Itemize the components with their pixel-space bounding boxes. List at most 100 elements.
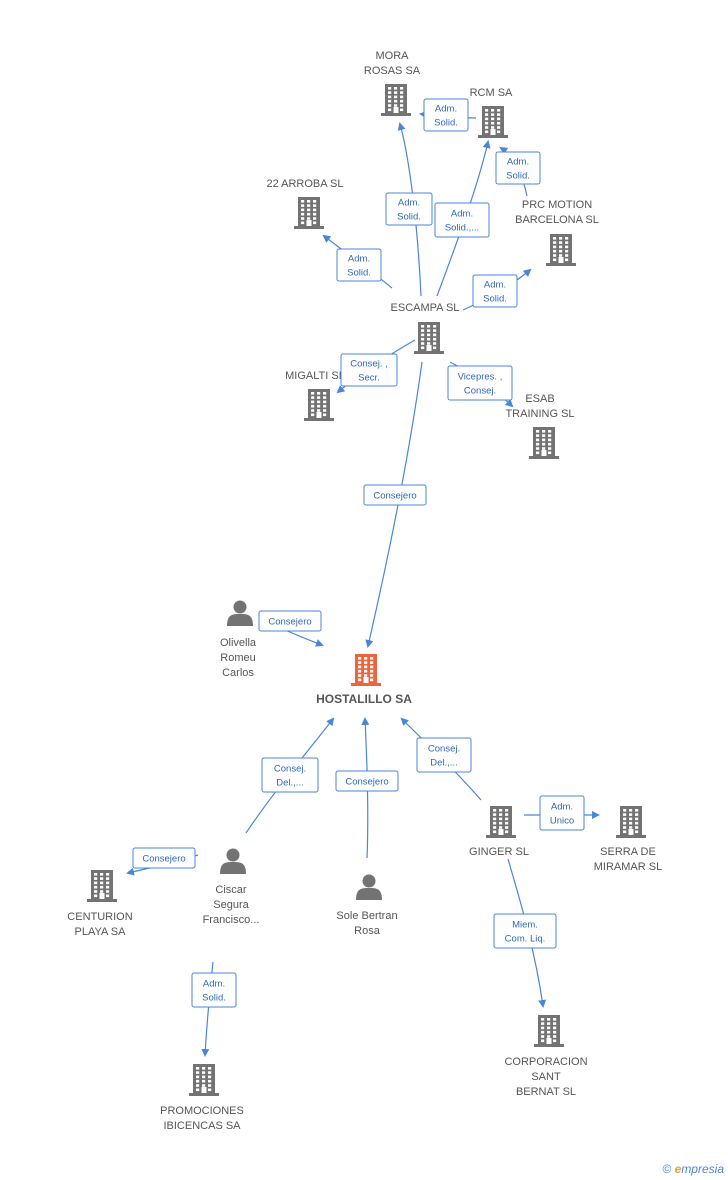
node-esab[interactable]: ESAB TRAINING SL xyxy=(505,393,575,459)
building-icon[interactable] xyxy=(87,870,117,902)
relation-label-e13[interactable]: Consejero xyxy=(335,770,399,792)
node-label-ciscar: Ciscar xyxy=(215,884,247,896)
node-label-ciscar: Francisco... xyxy=(203,914,260,926)
building-icon[interactable] xyxy=(534,1015,564,1047)
relation-label-e14[interactable]: Consej.Del.,... xyxy=(416,737,472,773)
node-arroba[interactable]: 22 ARROBA SL xyxy=(266,178,344,229)
node-label-hostalillo: HOSTALILLO SA xyxy=(316,692,412,706)
relation-text: Consejero xyxy=(268,617,311,628)
relation-label-e5[interactable]: Adm. Solid. xyxy=(336,248,382,282)
relation-label-e1[interactable]: Adm.Solid. xyxy=(385,192,433,226)
relation-text: Consejero xyxy=(142,854,185,865)
building-icon[interactable] xyxy=(294,197,324,229)
node-label-ginger: GINGER SL xyxy=(469,846,529,858)
node-label-prc: BARCELONA SL xyxy=(515,214,599,226)
relation-text: Adm. xyxy=(484,280,506,291)
node-ciscar[interactable]: CiscarSeguraFrancisco... xyxy=(203,848,260,927)
node-rcm[interactable]: RCM SA xyxy=(470,87,513,138)
relation-label-e8[interactable]: Consej. , Secr. xyxy=(340,353,398,387)
relation-text: Consej. xyxy=(274,764,306,775)
relation-text: Solid. xyxy=(347,268,371,279)
node-label-sole: Sole Bertran xyxy=(336,910,397,922)
node-migalti[interactable]: MIGALTI SL xyxy=(285,370,345,421)
node-label-mora: MORA xyxy=(376,50,410,62)
relation-label-e6[interactable]: Adm. Solid. xyxy=(472,274,518,308)
relation-label-e15[interactable]: Adm.Unico xyxy=(539,795,585,831)
relation-text: Unico xyxy=(550,816,574,827)
relation-text: Adm. xyxy=(203,979,225,990)
relation-text: Del.,... xyxy=(430,758,457,769)
building-icon[interactable] xyxy=(414,322,444,354)
building-icon[interactable] xyxy=(546,234,576,266)
relation-text: Solid. xyxy=(506,171,530,182)
person-icon[interactable] xyxy=(220,848,246,875)
node-label-olivella: Carlos xyxy=(222,667,254,679)
brand-logo-text: mpresia xyxy=(681,1162,724,1176)
node-label-esab: TRAINING SL xyxy=(505,408,574,420)
node-label-sole: Rosa xyxy=(354,925,381,937)
relation-text: Consej. xyxy=(464,386,496,397)
brand-logo-e: e xyxy=(674,1162,682,1176)
building-icon[interactable] xyxy=(616,806,646,838)
person-icon[interactable] xyxy=(356,874,382,901)
relation-text: Solid. xyxy=(483,294,507,305)
building-icon[interactable] xyxy=(529,427,559,459)
relation-label-e2[interactable]: Adm. Solid. xyxy=(423,98,469,132)
main-company-icon[interactable] xyxy=(351,654,381,686)
relation-label-e18[interactable]: Adm. Solid. xyxy=(191,972,237,1008)
node-escampa[interactable]: ESCAMPA SL xyxy=(391,302,460,354)
relation-text: Consejero xyxy=(345,777,388,788)
relation-label-e3[interactable]: Adm. Solid. xyxy=(495,151,541,185)
building-icon[interactable] xyxy=(304,389,334,421)
relation-text: Consej. , xyxy=(350,359,388,370)
node-label-migalti: MIGALTI SL xyxy=(285,370,345,382)
building-icon[interactable] xyxy=(486,806,516,838)
footer-brand[interactable]: © empresia xyxy=(662,1162,724,1176)
relation-text: Com. Liq. xyxy=(505,934,546,945)
relation-label-e17[interactable]: Miem. Com. Liq. xyxy=(493,913,557,949)
relation-text: Adm. xyxy=(435,104,457,115)
node-prc[interactable]: PRC MOTION BARCELONA SL xyxy=(515,199,599,266)
relation-text: Vicepres. , xyxy=(458,372,503,383)
relation-text: Solid.,... xyxy=(445,223,479,234)
relation-label-e4[interactable]: Adm. Solid.,... xyxy=(434,202,490,238)
relation-text: Secr. xyxy=(358,373,380,384)
person-icon[interactable] xyxy=(227,600,253,627)
relation-text: Adm. xyxy=(348,254,370,265)
node-label-olivella: Romeu xyxy=(220,652,255,664)
relation-text: Miem. xyxy=(512,920,538,931)
node-label-centurion: CENTURION xyxy=(67,911,132,923)
node-label-mora: ROSAS SA xyxy=(364,65,421,77)
node-label-arroba: 22 ARROBA SL xyxy=(266,178,343,190)
relation-text: Adm. xyxy=(507,157,529,168)
relation-label-e12[interactable]: Consej.Del.,... xyxy=(261,757,319,793)
node-label-prc: PRC MOTION xyxy=(522,199,592,211)
relation-label-e11[interactable]: Consejero xyxy=(258,610,322,632)
relation-label-e10[interactable]: Consejero xyxy=(363,484,427,506)
node-label-olivella: Olivella xyxy=(220,637,257,649)
node-ginger[interactable]: GINGER SL xyxy=(469,806,529,858)
relation-text: Solid. xyxy=(202,993,226,1004)
relation-text: Consejero xyxy=(373,491,416,502)
node-hostalillo[interactable]: HOSTALILLO SA xyxy=(316,654,412,706)
building-icon[interactable] xyxy=(189,1064,219,1096)
nodes-layer: MORA ROSAS SA RCM SA 22 ARROBA SL PRC MOTION… xyxy=(67,50,662,1132)
node-mora[interactable]: MORA ROSAS SA xyxy=(364,50,421,116)
relation-text: Adm. xyxy=(398,198,420,209)
relation-label-e9[interactable]: Vicepres. , Consej. xyxy=(447,365,513,401)
relation-text: Solid. xyxy=(434,118,458,129)
node-label-serra: SERRA DE xyxy=(600,846,656,858)
relation-label-e16[interactable]: Consejero xyxy=(132,847,196,869)
relation-text: Adm. xyxy=(451,209,473,220)
node-label-esab: ESAB xyxy=(525,393,554,405)
building-icon[interactable] xyxy=(381,84,411,116)
building-icon[interactable] xyxy=(478,106,508,138)
